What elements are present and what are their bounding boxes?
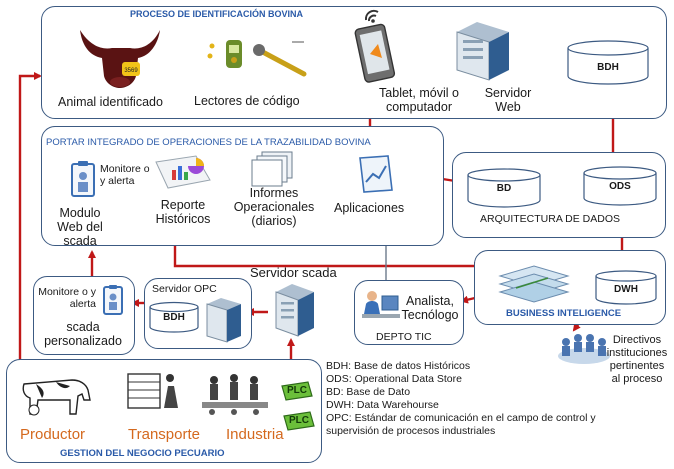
- legend-item: OPC: Estándar de comunicación en el camp…: [326, 412, 596, 424]
- wifi-icon: [364, 9, 379, 23]
- business-title: GESTION DEL NEGOCIO PECUARIO: [60, 448, 225, 459]
- business-panel: [6, 359, 322, 463]
- legend-item: BD: Base de Dato: [326, 386, 411, 398]
- bdh-database-icon: [567, 40, 649, 85]
- depto-panel: [354, 280, 464, 345]
- scada-server-label: Servidor scada: [250, 265, 337, 280]
- plc-label-2: PLC: [289, 415, 309, 426]
- transport-icon: [127, 373, 178, 409]
- industry-icon: [202, 374, 268, 415]
- ods-label: ODS: [609, 181, 631, 192]
- legend: BDH: Base de datos Históricos ODS: Opera…: [326, 360, 596, 438]
- cow-icon: [22, 379, 91, 416]
- devices-label: Tablet, móvil o computador: [379, 86, 459, 114]
- analyst-icon: [362, 291, 400, 318]
- scada-personal-label: scada personalizado: [44, 320, 122, 348]
- informes-label: Informes Operacionales (diarios): [233, 186, 315, 228]
- module-label: Modulo Web del scada: [57, 206, 103, 248]
- animal-label: Animal identificado: [58, 95, 163, 109]
- monitor-clipboard-icon: [71, 161, 95, 197]
- code-reader-icon: [207, 40, 307, 77]
- portal-monitor-label: Monitore o y alerta: [100, 163, 150, 187]
- directivos-label: Directivos instituciones pertinentes al …: [606, 334, 668, 385]
- web-server-label: Servidor Web: [484, 86, 532, 114]
- dwh-database-icon: [595, 270, 657, 305]
- transporte-label: Transporte: [128, 426, 200, 443]
- bull-head-icon: 3569: [80, 30, 160, 88]
- opc-bdh-database-icon: [149, 301, 199, 333]
- dwh-label: DWH: [614, 284, 638, 295]
- tablet-icon: [354, 23, 396, 83]
- plc-icon-2: [283, 411, 315, 431]
- productor-label: Productor: [20, 426, 86, 443]
- portal-title: PORTAR INTEGRADO DE OPERACIONES DE LA TR…: [46, 137, 371, 148]
- legend-item: DWH: Data Warehourse: [326, 399, 439, 411]
- report-chart-icon: [155, 155, 211, 189]
- bi-title: BUSINESS INTELIGENCE: [506, 308, 622, 319]
- analyst-label: Analista, Tecnólogo: [401, 294, 459, 322]
- legend-item: supervisión de procesos industriales: [326, 425, 496, 437]
- readers-label: Lectores de código: [194, 94, 300, 108]
- arrow-business-identification: [18, 72, 42, 360]
- opc-server-icon: [206, 298, 241, 343]
- bd-database-icon: [467, 168, 541, 208]
- scada-personal-panel: [33, 276, 135, 355]
- data-arch-title: ARQUITECTURA DE DADOS: [480, 213, 621, 225]
- arrow-portal-bi: [173, 244, 482, 270]
- bd-label: BD: [496, 183, 512, 194]
- scada-clipboard-icon: [103, 285, 123, 315]
- scada-monitor-label: Monitore o y alerta: [38, 286, 96, 310]
- legend-item: ODS: Operational Data Store: [326, 373, 462, 385]
- ear-tag-number: 3569: [124, 68, 138, 74]
- plc-label-1: PLC: [287, 385, 307, 396]
- bi-layers-icon: [498, 265, 570, 303]
- bdh-label: BDH: [597, 62, 619, 73]
- legend-item: BDH: Base de datos Históricos: [326, 360, 471, 372]
- apps-chart-icon: [359, 155, 393, 193]
- web-server-icon: [456, 22, 509, 81]
- ods-database-icon: [583, 166, 657, 206]
- identification-panel: [41, 6, 667, 119]
- opc-bdh-label: BDH: [163, 312, 185, 323]
- report-label: Reporte Históricos: [155, 198, 211, 226]
- depto-title: DEPTO TIC: [376, 331, 432, 343]
- meeting-people-icon: [558, 334, 610, 364]
- identification-title: PROCESO DE IDENTIFICACIÓN BOVINA: [130, 9, 304, 19]
- industria-label: Industria: [226, 426, 284, 443]
- apps-label: Aplicaciones: [334, 201, 405, 215]
- opc-title: Servidor OPC: [152, 283, 217, 295]
- scada-server-icon: [275, 284, 314, 337]
- plc-icon-1: [281, 381, 313, 401]
- informes-documents-icon: [251, 151, 293, 187]
